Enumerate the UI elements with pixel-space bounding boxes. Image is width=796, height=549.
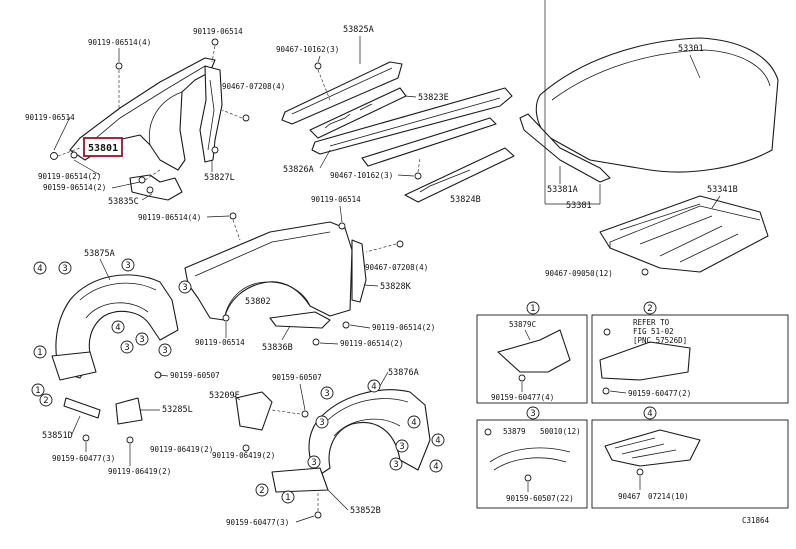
label-90119-06514-2b: 90119-06514(2): [372, 323, 435, 332]
label-53879: 53879: [503, 427, 526, 436]
label-53836B: 53836B: [262, 343, 293, 353]
label-53301: 53301: [678, 44, 704, 54]
detail-box-2[interactable]: 2 REFER TO FIG 51-02 [PNC 57526D] 90159-…: [591, 301, 789, 404]
label-90467-10162-3b: 90467-10162(3): [330, 171, 393, 180]
label-90119-06514-4a: 90119-06514(4): [88, 38, 151, 47]
label-fig-51-02: FIG 51-02: [633, 327, 674, 336]
label-53851D: 53851D: [42, 431, 73, 441]
label-90119-06419-2b: 90119-06419(2): [108, 467, 171, 476]
svg-text:4: 4: [647, 409, 652, 419]
label-53879C: 53879C: [509, 320, 536, 329]
label-90119-06514-2a: 90119-06514(2): [38, 172, 101, 181]
svg-text:4: 4: [371, 382, 376, 392]
hood-rails-assembly: [281, 61, 515, 203]
label-90119-06514-d: 90119-06514: [195, 338, 245, 347]
label-53381: 53381: [566, 201, 592, 211]
label-53875A: 53875A: [84, 249, 115, 259]
label-90467-10162-3a: 90467-10162(3): [276, 45, 339, 54]
svg-text:4: 4: [411, 418, 416, 428]
label-90467: 90467: [618, 492, 641, 501]
svg-text:3: 3: [182, 283, 187, 293]
svg-text:3: 3: [393, 460, 398, 470]
label-90159-60477-4: 90159-60477(4): [491, 393, 554, 402]
label-53802: 53802: [245, 297, 271, 307]
svg-text:3: 3: [324, 389, 329, 399]
label-53381A: 53381A: [547, 185, 578, 195]
svg-text:3: 3: [125, 261, 130, 271]
svg-text:4: 4: [37, 264, 42, 274]
svg-text:2: 2: [647, 304, 652, 314]
svg-text:1: 1: [35, 386, 40, 396]
svg-text:1: 1: [530, 304, 535, 314]
label-53852B: 53852B: [350, 506, 381, 516]
label-90119-06419-2c: 90119-06419(2): [212, 451, 275, 460]
detail-box-3[interactable]: 3 53879 50010(12) 90159-60507(22): [476, 406, 588, 509]
svg-text:3: 3: [62, 264, 67, 274]
label-90119-06514-a: 90119-06514: [193, 27, 243, 36]
diagram-code: C31864: [742, 516, 770, 525]
label-53801[interactable]: 53801: [88, 143, 118, 154]
label-90467-09050-12: 90467-09050(12): [545, 269, 613, 278]
hood-assembly: [519, 37, 779, 276]
label-53828K: 53828K: [380, 282, 412, 292]
svg-text:3: 3: [319, 418, 324, 428]
svg-text:3: 3: [162, 346, 167, 356]
label-90467-07208-4b: 90467-07208(4): [365, 263, 428, 272]
label-90159-60507-22: 90159-60507(22): [506, 494, 574, 503]
svg-text:3: 3: [399, 442, 404, 452]
hood-insulator: [599, 195, 769, 273]
svg-text:4: 4: [115, 323, 120, 333]
label-53824B: 53824B: [450, 195, 481, 205]
label-90119-06514-4b: 90119-06514(4): [138, 213, 201, 222]
label-90119-06514-c: 90119-06514: [311, 195, 361, 204]
label-07214-10: 07214(10): [648, 492, 689, 501]
label-53826A: 53826A: [283, 165, 314, 175]
label-50010-12: 50010(12): [540, 427, 581, 436]
svg-text:4: 4: [435, 436, 440, 446]
label-90159-60477-2: 90159-60477(2): [628, 389, 691, 398]
rear-liner-assembly: [235, 389, 431, 519]
label-53825A: 53825A: [343, 25, 374, 35]
svg-text:1: 1: [285, 493, 290, 503]
label-90467-07208-4a: 90467-07208(4): [222, 82, 285, 91]
label-90159-60477-3b: 90159-60477(3): [226, 518, 289, 527]
svg-text:3: 3: [530, 409, 535, 419]
svg-text:3: 3: [311, 458, 316, 468]
front-liner-assembly: [51, 274, 179, 444]
label-90119-06419-2a: 90119-06419(2): [150, 445, 213, 454]
label-90159-60507b: 90159-60507: [272, 373, 322, 382]
label-53827L: 53827L: [204, 173, 235, 183]
label-53876A: 53876A: [388, 368, 419, 378]
label-53341B: 53341B: [707, 185, 738, 195]
svg-text:2: 2: [259, 486, 264, 496]
circled-callouts: 4 3 3 3 4 3 3 3 1 1 2 4 3 4 3 4 3 3 3 4 …: [31, 258, 445, 504]
label-53835C: 53835C: [108, 197, 139, 207]
label-90159-60477-3a: 90159-60477(3): [52, 454, 115, 463]
label-90159-60507a: 90159-60507: [170, 371, 220, 380]
label-refer-to: REFER TO: [633, 318, 670, 327]
svg-text:1: 1: [37, 348, 42, 358]
svg-text:3: 3: [139, 335, 144, 345]
fender-lower-assembly: [184, 212, 404, 346]
label-90159-06514-2: 90159-06514(2): [43, 183, 106, 192]
detail-box-4[interactable]: 4 90467 07214(10): [591, 406, 789, 509]
label-53209E: 53209E: [209, 391, 240, 401]
label-53285L: 53285L: [162, 405, 193, 415]
label-90119-06514-2c: 90119-06514(2): [340, 339, 403, 348]
label-90119-06514-b: 90119-06514: [25, 113, 75, 122]
svg-text:3: 3: [124, 343, 129, 353]
label-pnc-57526d: [PNC 57526D]: [633, 336, 687, 345]
svg-text:4: 4: [433, 462, 438, 472]
svg-text:2: 2: [43, 396, 48, 406]
detail-box-1[interactable]: 1 53879C 90159-60477(4): [476, 301, 588, 404]
label-53823E: 53823E: [418, 93, 449, 103]
